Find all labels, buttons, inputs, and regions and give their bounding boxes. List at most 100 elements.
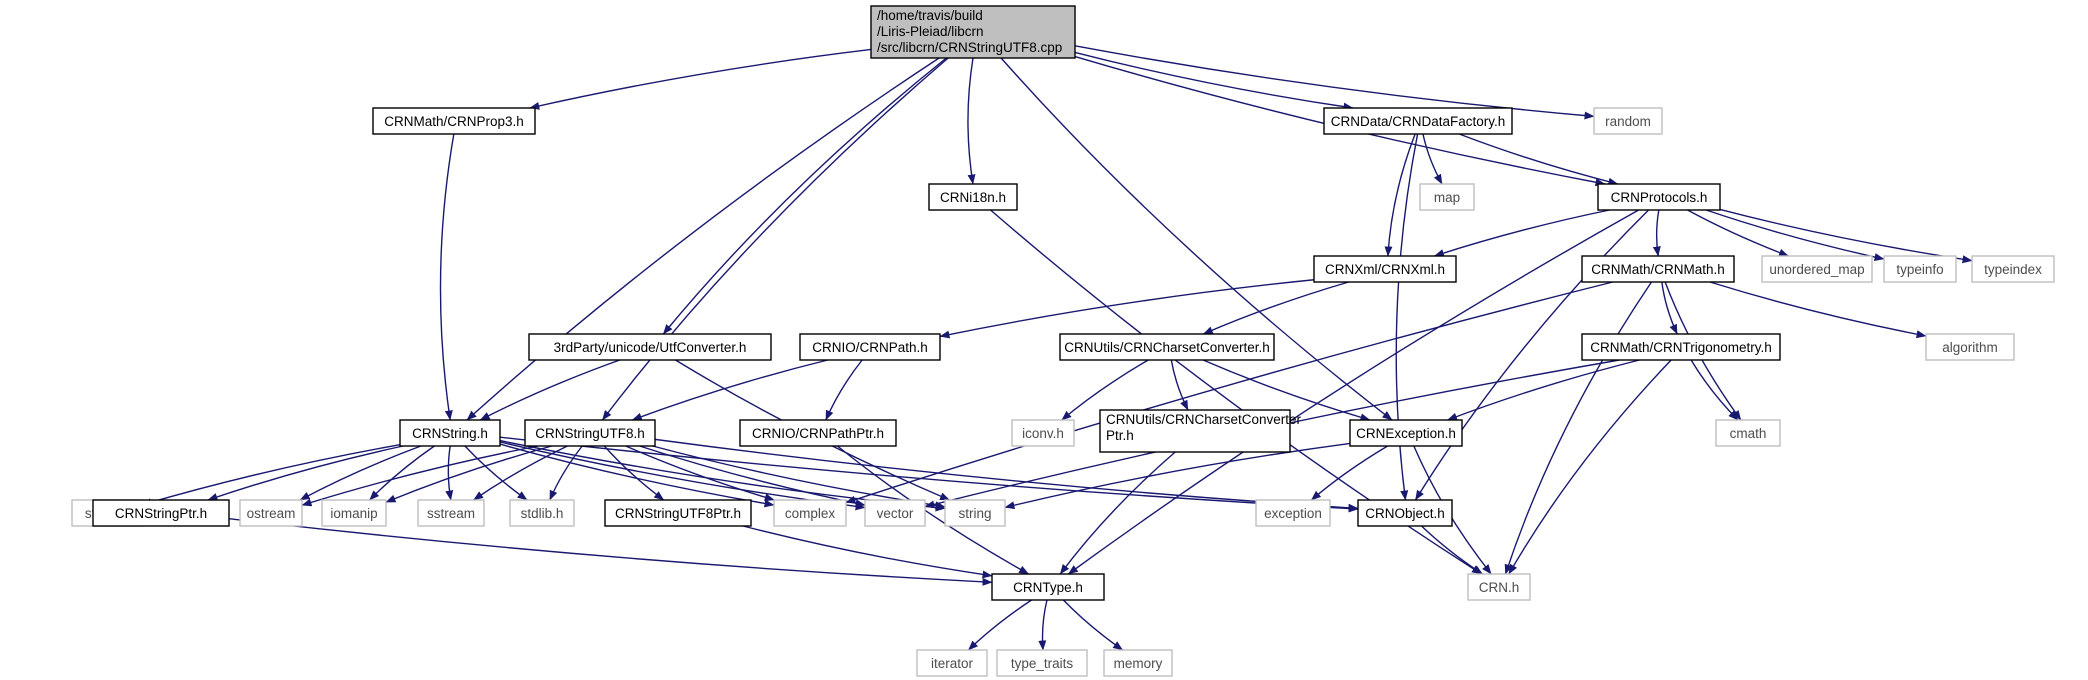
node-exception_h[interactable]: CRNException.h bbox=[1349, 419, 1463, 447]
node-type[interactable]: CRNType.h bbox=[991, 573, 1105, 601]
edge-charset-to-iconv bbox=[1061, 359, 1149, 421]
edge-crnstringutf8-to-utf8ptr bbox=[603, 445, 665, 501]
edge-datafactory-to-xml bbox=[1384, 133, 1416, 257]
node-label: typeindex bbox=[1984, 262, 2042, 277]
node-label: CRNi18n.h bbox=[940, 190, 1006, 205]
node-label: /home/travis/build bbox=[877, 8, 983, 23]
node-exception: exception bbox=[1255, 499, 1331, 527]
edge-xml-to-charset bbox=[1202, 281, 1349, 335]
edge-crnstring-to-stringptr bbox=[207, 445, 404, 501]
node-label: CRNStringUTF8Ptr.h bbox=[615, 506, 741, 521]
node-label: /src/libcrn/CRNStringUTF8.cpp bbox=[877, 40, 1062, 55]
node-typeindex: typeindex bbox=[1971, 255, 2055, 283]
edge-utf8ptr-to-type bbox=[742, 525, 993, 579]
node-label: CRN.h bbox=[1479, 580, 1520, 595]
edge-type-to-iterator bbox=[967, 599, 1032, 651]
node-memory: memory bbox=[1103, 649, 1173, 677]
node-iterator: iterator bbox=[916, 649, 988, 677]
node-label: CRNMath/CRNMath.h bbox=[1591, 262, 1725, 277]
node-vector: vector bbox=[864, 499, 926, 527]
edge-trig-to-cmath bbox=[1690, 359, 1739, 421]
node-utfconv[interactable]: 3rdParty/unicode/UtfConverter.h bbox=[528, 333, 772, 361]
node-box bbox=[509, 499, 575, 527]
node-cmath: cmath bbox=[1715, 419, 1781, 447]
node-root[interactable]: /home/travis/build/Liris-Pleiad/libcrn/s… bbox=[870, 5, 1076, 59]
node-label: unordered_map bbox=[1769, 262, 1864, 277]
node-xml[interactable]: CRNXml/CRNXml.h bbox=[1313, 255, 1457, 283]
node-crnstring[interactable]: CRNString.h bbox=[399, 419, 501, 447]
node-label: CRNMath/CRNProp3.h bbox=[384, 114, 524, 129]
node-label: CRNStringPtr.h bbox=[115, 506, 207, 521]
node-label: algorithm bbox=[1942, 340, 1998, 355]
node-math[interactable]: CRNMath/CRNMath.h bbox=[1581, 255, 1735, 283]
node-label: CRNMath/CRNTrigonometry.h bbox=[1590, 340, 1772, 355]
node-box bbox=[1357, 499, 1453, 527]
node-box bbox=[1597, 183, 1721, 211]
node-datafactory[interactable]: CRNData/CRNDataFactory.h bbox=[1323, 107, 1513, 135]
edge-object-to-crn bbox=[1421, 525, 1483, 575]
node-algorithm: algorithm bbox=[1925, 333, 2015, 361]
node-trig[interactable]: CRNMath/CRNTrigonometry.h bbox=[1581, 333, 1781, 361]
node-label: iconv.h bbox=[1022, 426, 1064, 441]
node-sstream: sstream bbox=[417, 499, 485, 527]
node-label: CRNXml/CRNXml.h bbox=[1325, 262, 1445, 277]
node-box bbox=[1255, 499, 1331, 527]
edge-crnstring-to-iomanip bbox=[369, 445, 435, 501]
edge-type-to-memory bbox=[1062, 599, 1124, 651]
node-box bbox=[944, 499, 1006, 527]
node-label: CRNIO/CRNPath.h bbox=[812, 340, 928, 355]
node-i18n[interactable]: CRNi18n.h bbox=[928, 183, 1018, 211]
node-label: CRNType.h bbox=[1013, 580, 1083, 595]
edge-crnstring-to-object bbox=[499, 436, 1359, 513]
edge-root-to-crnstringutf8 bbox=[601, 57, 949, 421]
node-box bbox=[417, 499, 485, 527]
node-box bbox=[1099, 409, 1291, 453]
nodes-layer: /home/travis/build/Liris-Pleiad/libcrn/s… bbox=[71, 5, 2055, 677]
node-pathptr[interactable]: CRNIO/CRNPathPtr.h bbox=[739, 419, 897, 447]
node-object[interactable]: CRNObject.h bbox=[1357, 499, 1453, 527]
node-random: random bbox=[1593, 107, 1663, 135]
node-charset[interactable]: CRNUtils/CRNCharsetConverter.h bbox=[1059, 333, 1275, 361]
edge-charset-to-charsetptr bbox=[1170, 359, 1189, 411]
edge-protocols-to-typeindex bbox=[1719, 208, 1973, 264]
node-box bbox=[1323, 107, 1513, 135]
node-protocols[interactable]: CRNProtocols.h bbox=[1597, 183, 1721, 211]
node-label: random bbox=[1605, 114, 1651, 129]
node-label: Ptr.h bbox=[1106, 428, 1134, 443]
node-prop3[interactable]: CRNMath/CRNProp3.h bbox=[372, 107, 536, 135]
node-box bbox=[870, 5, 1076, 59]
node-complex: complex bbox=[773, 499, 847, 527]
edge-prop3-to-crnstring bbox=[439, 133, 455, 421]
node-box bbox=[1103, 649, 1173, 677]
edge-crnstring-to-stdlib bbox=[464, 445, 528, 501]
node-box bbox=[1011, 419, 1075, 447]
node-box bbox=[1349, 419, 1463, 447]
edge-crnstringutf8-to-sstream bbox=[473, 445, 568, 501]
node-label: CRNUtils/CRNCharsetConverter bbox=[1106, 412, 1302, 427]
node-stdlib: stdlib.h bbox=[509, 499, 575, 527]
node-crnstringutf8[interactable]: CRNStringUTF8.h bbox=[524, 419, 656, 447]
node-path[interactable]: CRNIO/CRNPath.h bbox=[799, 333, 941, 361]
node-label: ostream bbox=[247, 506, 296, 521]
edge-crnstring-to-complex bbox=[499, 443, 775, 508]
node-iconv: iconv.h bbox=[1011, 419, 1075, 447]
node-box bbox=[1581, 255, 1735, 283]
edge-root-to-i18n bbox=[967, 57, 976, 185]
node-box bbox=[1313, 255, 1457, 283]
node-label: type_traits bbox=[1011, 656, 1074, 671]
edge-exception_h-to-string bbox=[1004, 442, 1351, 510]
node-box bbox=[372, 107, 536, 135]
edge-math-to-complex bbox=[845, 281, 1613, 504]
edge-path-to-crnstringutf8 bbox=[631, 359, 828, 421]
edge-crnstringutf8-to-ostream bbox=[301, 445, 539, 507]
edge-math-to-crn bbox=[1504, 281, 1653, 575]
node-box bbox=[399, 419, 501, 447]
node-box bbox=[524, 419, 656, 447]
edges-layer bbox=[141, 45, 1973, 651]
node-box bbox=[773, 499, 847, 527]
node-box bbox=[1883, 255, 1957, 283]
node-stringptr[interactable]: CRNStringPtr.h bbox=[92, 499, 230, 527]
node-utf8ptr[interactable]: CRNStringUTF8Ptr.h bbox=[604, 499, 752, 527]
